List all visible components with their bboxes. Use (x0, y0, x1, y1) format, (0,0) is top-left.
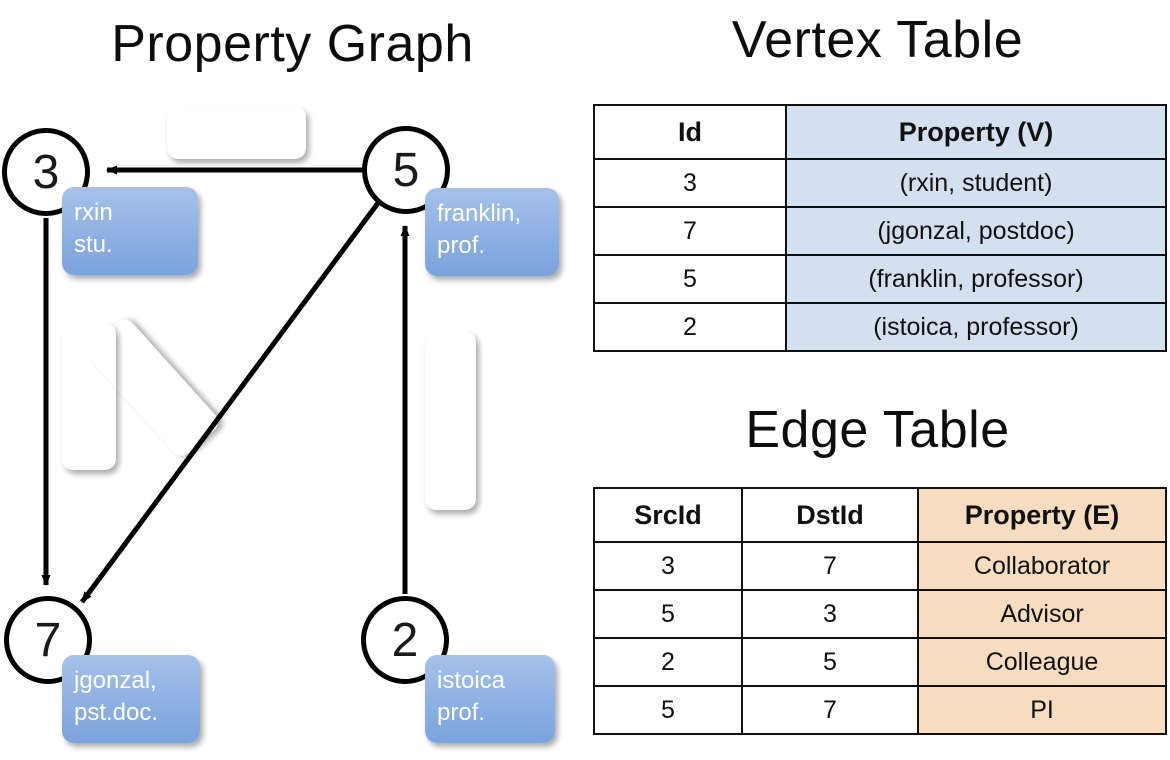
vertex-property-box-7: jgonzal, pst.doc. (62, 655, 200, 743)
page-title-vertex-table: Vertex Table (731, 11, 1024, 69)
table-row[interactable]: 5 3 Advisor (593, 589, 1167, 639)
vertex-property-box-3: rxin stu. (62, 187, 198, 275)
edge-row-3-src: 5 (593, 685, 743, 735)
vertex-table-header-property: Property (V) (785, 104, 1167, 160)
vertex-property-3-line1: rxin (74, 199, 113, 226)
vertex-row-0-property: (rxin, student) (785, 158, 1167, 208)
edge-table-header-row: SrcId DstId Property (E) (593, 487, 1167, 543)
vertex-table-header-row: Id Property (V) (593, 104, 1167, 160)
edge-label-collab: Collab. (62, 323, 116, 470)
vertex-property-box-2: istoica prof. (425, 655, 555, 743)
vertex-property-7-line1: jgonzal, (74, 667, 157, 694)
vertex-row-3-property: (istoica, professor) (785, 302, 1167, 352)
table-row[interactable]: 5 7 PI (593, 685, 1167, 735)
edge-row-2-dst: 5 (741, 637, 919, 687)
edge-row-1-property: Advisor (917, 589, 1167, 639)
edge-row-2-property: Colleague (917, 637, 1167, 687)
table-row[interactable]: 2 5 Colleague (593, 637, 1167, 687)
edge-row-1-src: 5 (593, 589, 743, 639)
graph-node-5[interactable]: 5 (362, 126, 450, 214)
edge-table: SrcId DstId Property (E) 3 7 Collaborato… (593, 487, 1167, 735)
edge-5-to-7 (79, 201, 381, 604)
vertex-row-0-id: 3 (593, 158, 787, 208)
vertex-row-1-id: 7 (593, 206, 787, 256)
graph-node-2[interactable]: 2 (361, 596, 449, 684)
edge-table-header-dstid: DstId (741, 487, 919, 543)
vertex-property-2-line2: prof. (437, 698, 486, 726)
edge-row-3-property: PI (917, 685, 1167, 735)
edge-row-0-property: Collaborator (917, 541, 1167, 591)
edge-row-3-dst: 7 (741, 685, 919, 735)
table-row[interactable]: 3 (rxin, student) (593, 158, 1167, 208)
vertex-row-3-id: 2 (593, 302, 787, 352)
table-row[interactable]: 2 (istoica, professor) (593, 302, 1167, 352)
vertex-property-5-line1: franklin, (437, 200, 522, 227)
edge-row-0-src: 3 (593, 541, 743, 591)
edge-label-colleague: Colleague (425, 331, 476, 510)
page-title-property-graph: Property Graph (111, 15, 474, 73)
vertex-table: Id Property (V) 3 (rxin, student) 7 (jgo… (593, 104, 1167, 352)
vertex-property-3-line2: stu. (74, 230, 113, 258)
vertex-row-2-id: 5 (593, 254, 787, 304)
graph-edges-svg (41, 165, 410, 604)
edge-label-advisor: Advisor (167, 106, 306, 159)
vertex-property-2-line1: istoica (437, 667, 506, 694)
table-row[interactable]: 3 7 Collaborator (593, 541, 1167, 591)
table-row[interactable]: 5 (franklin, professor) (593, 254, 1167, 304)
table-row[interactable]: 7 (jgonzal, postdoc) (593, 206, 1167, 256)
edge-row-2-src: 2 (593, 637, 743, 687)
property-graph-panel: Property Graph 3 5 7 2 rxin stu. frankli… (2, 15, 559, 743)
vertex-table-header-id: Id (593, 104, 787, 160)
page-title-edge-table: Edge Table (745, 401, 1010, 459)
edge-table-header-property: Property (E) (917, 487, 1167, 543)
vertex-property-7-line2: pst.doc. (74, 698, 159, 726)
vertex-row-2-property: (franklin, professor) (785, 254, 1167, 304)
vertex-property-5-line2: prof. (437, 231, 486, 259)
edge-row-0-dst: 7 (741, 541, 919, 591)
edge-row-1-dst: 3 (741, 589, 919, 639)
vertex-property-box-5: franklin, prof. (425, 188, 559, 276)
vertex-row-1-property: (jgonzal, postdoc) (785, 206, 1167, 256)
edge-table-header-srcid: SrcId (593, 487, 743, 543)
